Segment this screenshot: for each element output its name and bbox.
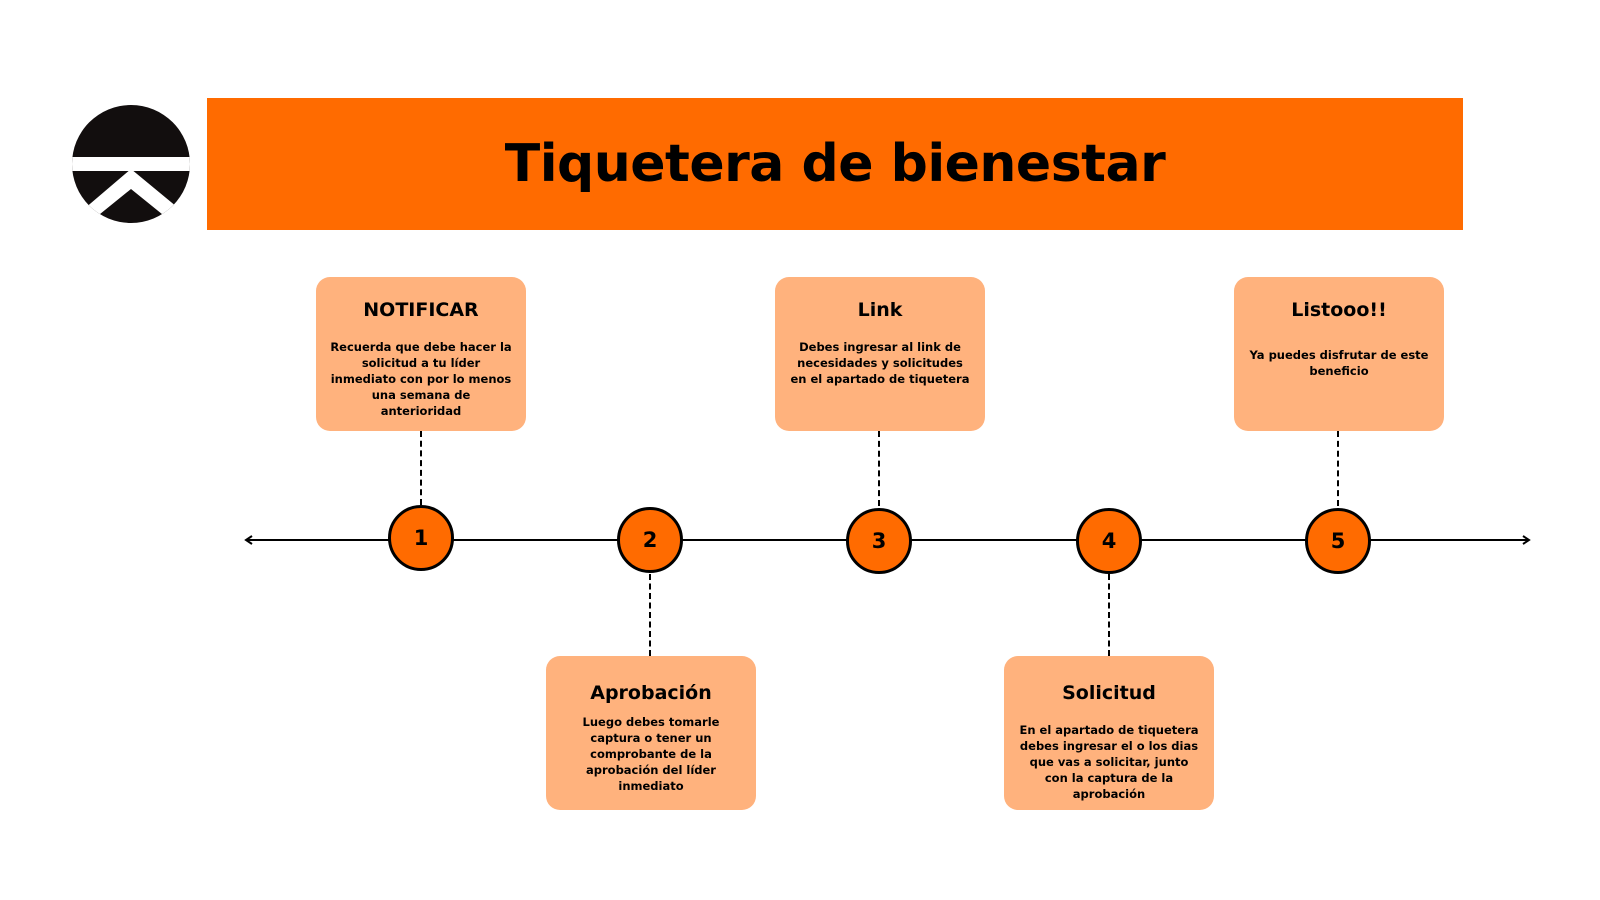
step-marker-3: 3: [846, 508, 912, 574]
step-card-4: Solicitud En el apartado de tiquetera de…: [1004, 656, 1214, 810]
title-banner: Tiquetera de bienestar: [207, 98, 1463, 230]
step-marker-1: 1: [388, 505, 454, 571]
step-text: Luego debes tomarle captura o tener un c…: [582, 715, 720, 793]
step-title: Listooo!!: [1291, 299, 1387, 321]
step-card-3: Link Debes ingresar al link de necesidad…: [775, 277, 985, 431]
connector: [420, 431, 422, 505]
step-card-5: Listooo!! Ya puedes disfrutar de este be…: [1234, 277, 1444, 431]
step-marker-4: 4: [1076, 508, 1142, 574]
step-title: NOTIFICAR: [363, 299, 479, 321]
step-marker-5: 5: [1305, 508, 1371, 574]
step-title: Link: [857, 299, 903, 321]
connector: [878, 431, 880, 506]
logo: [70, 103, 194, 231]
step-text: Recuerda que debe hacer la solicitud a t…: [330, 340, 512, 418]
step-marker-2: 2: [617, 507, 683, 573]
step-title: Solicitud: [1062, 682, 1156, 704]
page-title: Tiquetera de bienestar: [504, 134, 1166, 194]
step-card-2: Aprobación Luego debes tomarle captura o…: [546, 656, 756, 810]
step-card-1: NOTIFICAR Recuerda que debe hacer la sol…: [316, 277, 526, 431]
step-text: En el apartado de tiquetera debes ingres…: [1019, 723, 1199, 801]
step-text: Ya puedes disfrutar de este beneficio: [1249, 348, 1429, 378]
connector: [1337, 431, 1339, 506]
step-text: Debes ingresar al link de necesidades y …: [790, 340, 970, 386]
connector: [1108, 574, 1110, 656]
step-title: Aprobación: [590, 682, 712, 704]
connector: [649, 574, 651, 656]
